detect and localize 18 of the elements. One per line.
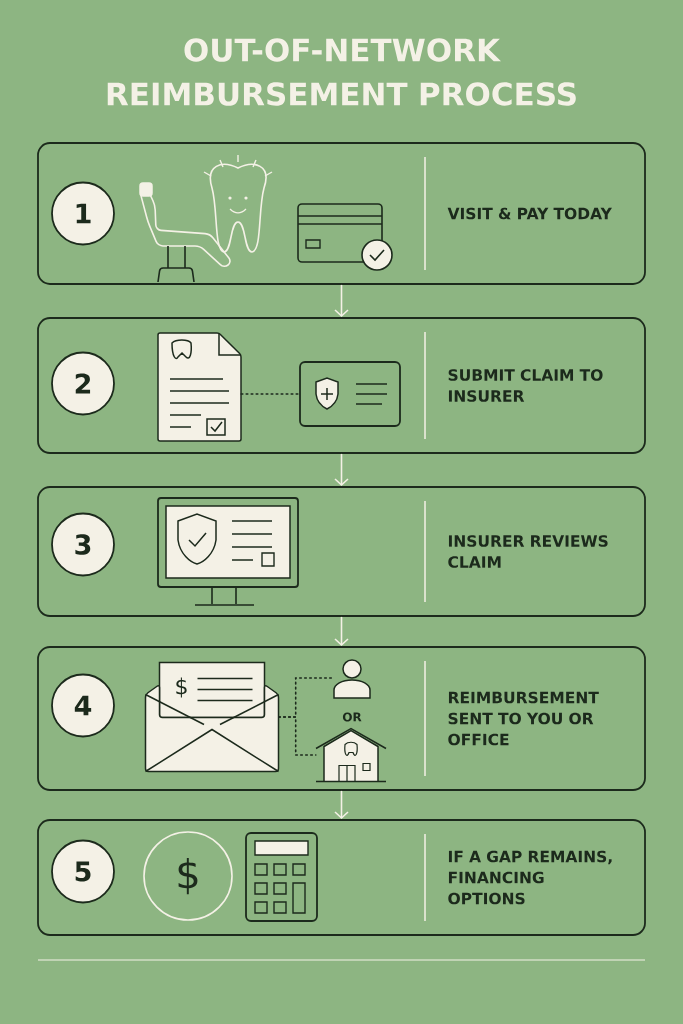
step-number: 1 xyxy=(51,181,115,246)
person-icon xyxy=(333,659,371,699)
step-number: 3 xyxy=(51,512,115,577)
connector-line xyxy=(240,393,300,395)
insurance-card-icon xyxy=(299,361,401,427)
arrow xyxy=(334,453,349,487)
or-label: OR xyxy=(342,712,362,722)
step-number: 4 xyxy=(51,673,115,738)
claim-form-icon xyxy=(157,332,242,442)
step-number: 2 xyxy=(51,351,115,416)
arrow xyxy=(334,616,349,647)
step-number: 5 xyxy=(51,839,115,904)
connector-line xyxy=(277,716,317,756)
arrow xyxy=(334,790,349,820)
arrow xyxy=(334,284,349,318)
title: OUT-OF-NETWORK REIMBURSEMENT PROCESS xyxy=(107,38,576,106)
dental-office-icon xyxy=(315,727,387,783)
dollar-and-calculator-drawing: $ xyxy=(143,831,318,922)
